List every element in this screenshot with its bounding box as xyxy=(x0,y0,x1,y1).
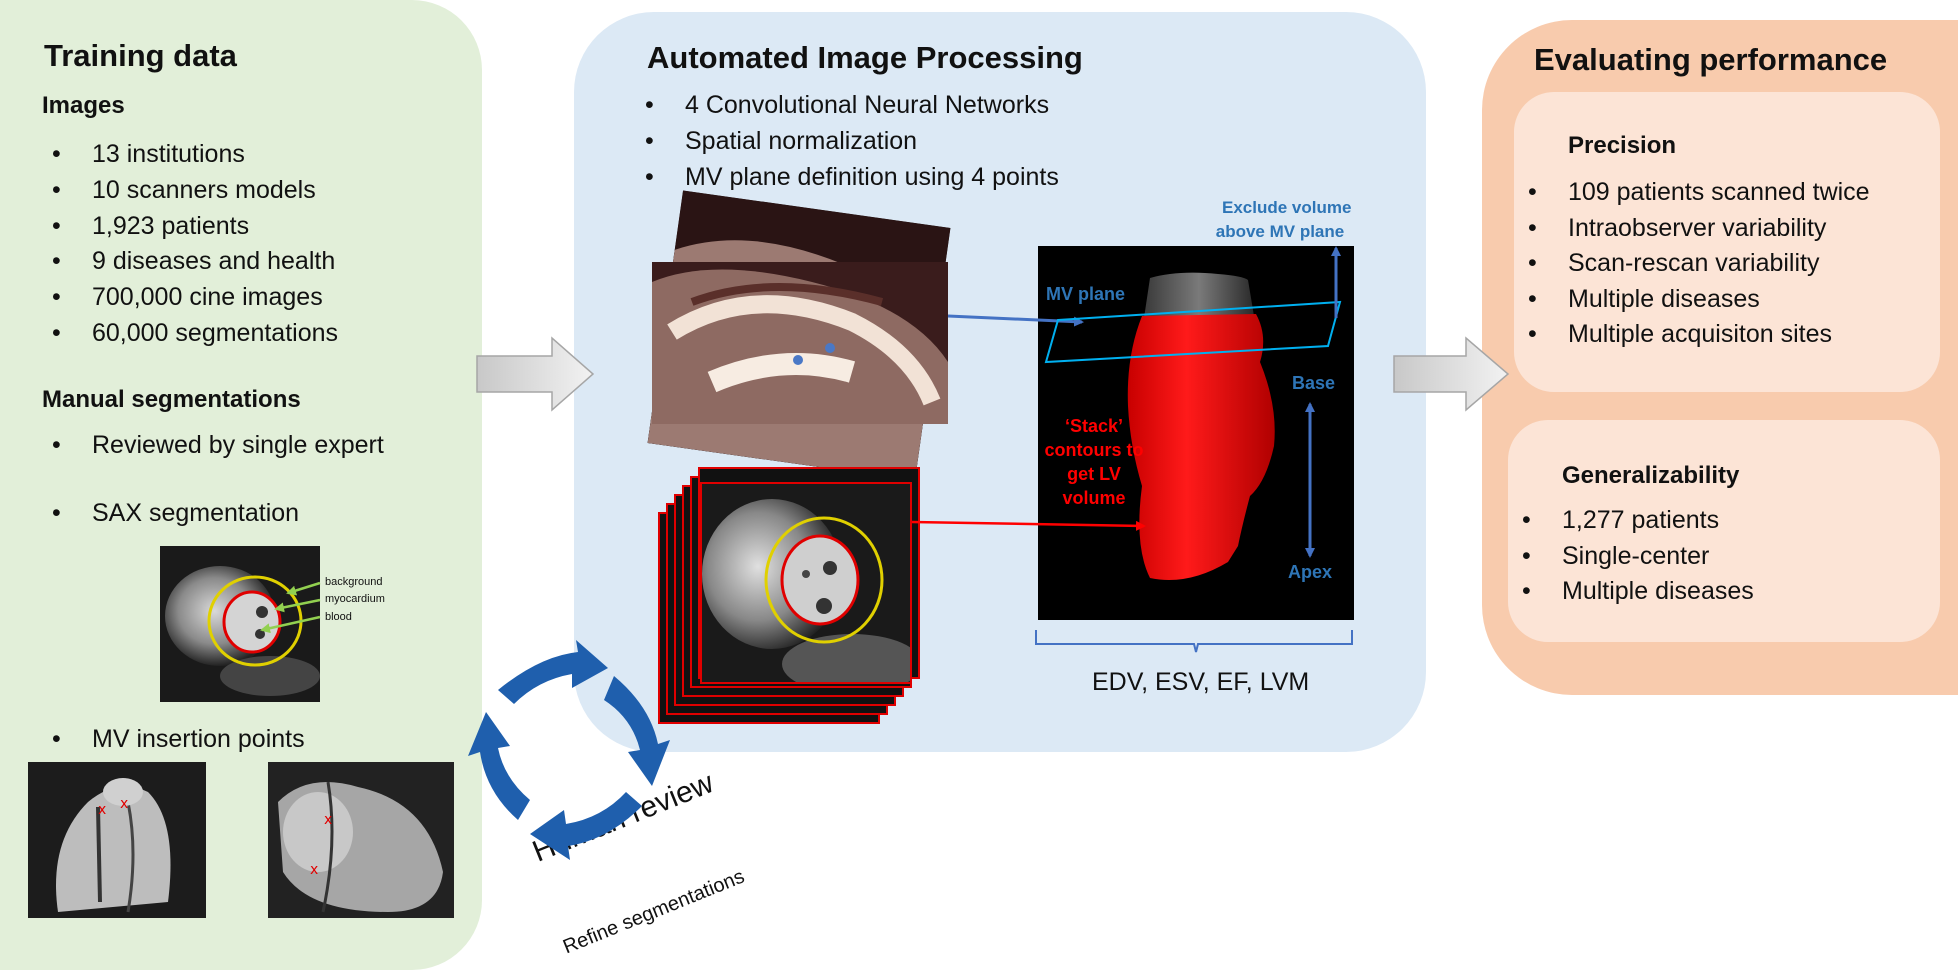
svg-text:x: x xyxy=(98,802,106,818)
generalizability-heading: Generalizability xyxy=(1562,462,1740,489)
list-item: 13 institutions xyxy=(42,137,338,173)
flow-arrow-icon xyxy=(1393,336,1510,412)
list-item: Multiple diseases xyxy=(1518,282,1870,318)
manual-list-1: Reviewed by single expert xyxy=(42,428,384,462)
stack-label-line: volume xyxy=(1062,488,1126,508)
seg-label-blood: blood xyxy=(325,611,352,623)
list-item: 10 scanners models xyxy=(42,173,338,209)
list-item: MV insertion points xyxy=(42,722,305,756)
seg-label-background: background xyxy=(325,576,383,588)
seg-label-myocardium: myocardium xyxy=(325,593,385,605)
mv-plane-shape xyxy=(1044,300,1342,364)
stack-label-line: contours to xyxy=(1044,440,1144,460)
mv-list: MV insertion points xyxy=(42,722,305,756)
manual-list-2: SAX segmentation xyxy=(42,496,299,530)
svg-text:x: x xyxy=(310,862,318,878)
list-item: 109 patients scanned twice xyxy=(1518,175,1870,211)
apex-label: Apex xyxy=(1288,562,1333,582)
automated-list: 4 Convolutional Neural Networks Spatial … xyxy=(635,87,1059,195)
list-item: Single-center xyxy=(1512,539,1754,575)
evaluation-title: Evaluating performance xyxy=(1534,42,1888,77)
list-item: Reviewed by single expert xyxy=(42,428,384,462)
green-arrow-icon xyxy=(260,615,321,634)
svg-text:x: x xyxy=(120,796,128,812)
list-item: Intraobserver variability xyxy=(1518,211,1870,247)
generalizability-list: 1,277 patients Single-center Multiple di… xyxy=(1512,503,1754,610)
stack-label-line: ‘Stack’ xyxy=(1064,416,1124,436)
stack-arrow-icon xyxy=(911,520,1146,531)
green-arrow-icon xyxy=(286,581,321,596)
green-arrow-icon xyxy=(274,598,321,613)
list-item: 1,923 patients xyxy=(42,209,338,245)
sax-stack-image xyxy=(700,482,912,684)
list-item: 700,000 cine images xyxy=(42,280,338,316)
list-item: 4 Convolutional Neural Networks xyxy=(635,87,1059,123)
base-label: Base xyxy=(1292,373,1336,393)
list-item: Multiple acquisiton sites xyxy=(1518,317,1870,353)
long-axis-image xyxy=(652,262,948,424)
exclude-label-2: above MV plane xyxy=(1215,222,1345,241)
list-item: Multiple diseases xyxy=(1512,574,1754,610)
mv-plane-label: MV plane xyxy=(1046,284,1126,304)
mv-2ch-image: x x xyxy=(268,762,454,918)
metrics-label: EDV, ESV, EF, LVM xyxy=(1092,668,1310,696)
manual-heading: Manual segmentations xyxy=(42,386,301,413)
list-item: MV plane definition using 4 points xyxy=(635,159,1059,195)
images-heading: Images xyxy=(42,92,125,119)
precision-list: 109 patients scanned twice Intraobserver… xyxy=(1518,175,1870,353)
svg-text:x: x xyxy=(324,812,332,828)
list-item: 9 diseases and health xyxy=(42,244,338,280)
list-item: Scan-rescan variability xyxy=(1518,246,1870,282)
metrics-bracket xyxy=(1035,630,1353,653)
precision-heading: Precision xyxy=(1568,132,1677,159)
list-item: SAX segmentation xyxy=(42,496,299,530)
mv-4ch-image: x x xyxy=(28,762,206,918)
automated-title: Automated Image Processing xyxy=(647,40,1083,75)
images-list: 13 institutions 10 scanners models 1,923… xyxy=(42,137,338,352)
list-item: 60,000 segmentations xyxy=(42,316,338,352)
exclude-label-1: Exclude volume xyxy=(1222,198,1352,217)
list-item: Spatial normalization xyxy=(635,123,1059,159)
mv-plane-arrow-icon xyxy=(947,314,1084,327)
lv-volume-render xyxy=(1038,246,1354,620)
training-title: Training data xyxy=(44,38,237,73)
review-cycle-icon xyxy=(468,640,670,860)
stack-label: ‘Stack’ contours to get LV volume xyxy=(1036,414,1152,510)
stack-label-line: get LV xyxy=(1067,464,1121,484)
list-item: 1,277 patients xyxy=(1512,503,1754,539)
flow-arrow-icon xyxy=(476,336,595,412)
